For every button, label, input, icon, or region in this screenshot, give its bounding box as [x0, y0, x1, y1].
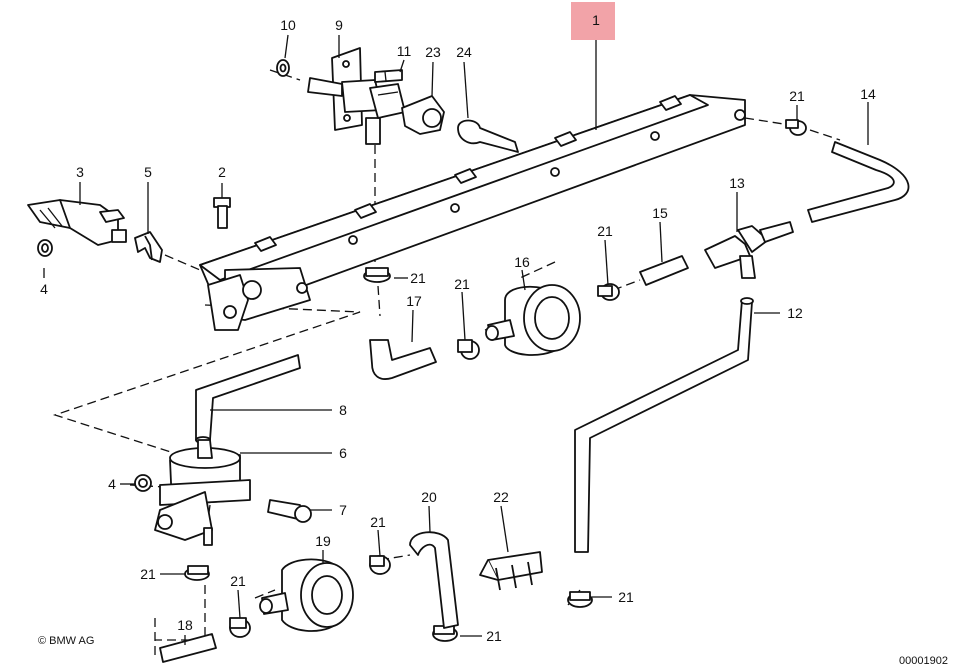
callout-24: 24: [456, 44, 472, 60]
callout-11: 11: [397, 43, 412, 59]
callout-21: 21: [410, 270, 426, 286]
callout-21: 21: [230, 573, 246, 589]
callout-21: 21: [618, 589, 634, 605]
callout-15: 15: [652, 205, 668, 221]
callout-8: 8: [339, 402, 347, 418]
callout-6: 6: [339, 445, 347, 461]
callout-9: 9: [335, 17, 343, 33]
hose-clamp: [363, 267, 391, 283]
callout-3: 3: [76, 164, 84, 180]
callout-4-filter: 4: [108, 476, 116, 492]
fuel-rail: [199, 94, 746, 331]
hose-clamp: [597, 283, 620, 301]
cap-screw: [374, 69, 403, 83]
fuel-injector: [27, 199, 127, 246]
callout-12: 12: [787, 305, 803, 321]
callout-21: 21: [789, 88, 805, 104]
callout-18: 18: [177, 617, 193, 633]
callout-7: 7: [339, 502, 347, 518]
copyright-text: © BMW AG: [38, 635, 94, 647]
pulsation-damper: [485, 284, 581, 356]
hose-clamp: [369, 555, 391, 575]
hose-18: [159, 633, 217, 663]
fuel-filter: [154, 439, 251, 546]
callout-4: 4: [40, 281, 48, 297]
hose-8: [195, 354, 301, 444]
callout-19: 19: [315, 533, 331, 549]
hose-14: [807, 141, 910, 223]
cap: [457, 119, 519, 153]
callout-17: 17: [406, 293, 422, 309]
callout-2: 2: [218, 164, 226, 180]
callout-21: 21: [454, 276, 470, 292]
bolt-7: [267, 499, 312, 523]
callout-14: 14: [860, 86, 876, 102]
leader-lines: [43, 34, 869, 645]
o-ring-filter: [134, 474, 152, 492]
callout-1: 1: [592, 12, 600, 28]
hose-12: [574, 297, 754, 553]
hose-15: [639, 255, 689, 286]
pressure-regulator: [307, 47, 406, 145]
vacuum-adapter: [401, 95, 445, 135]
bolt: [213, 197, 231, 229]
callout-10: 10: [280, 17, 296, 33]
callout-16: 16: [514, 254, 530, 270]
callout-21: 21: [370, 514, 386, 530]
hose-clamp: [457, 339, 480, 360]
hose-clamp: [785, 119, 807, 136]
hose-clamp: [567, 591, 593, 608]
callout-highlight: [571, 2, 615, 40]
sealing-washer: [276, 59, 290, 77]
callout-13: 13: [729, 175, 745, 191]
hose-17: [369, 339, 437, 380]
callout-21: 21: [486, 628, 502, 644]
hose-holder: [479, 551, 543, 591]
callout-20: 20: [421, 489, 437, 505]
hose-clamp: [229, 617, 251, 638]
callout-23: 23: [425, 44, 441, 60]
o-ring-top: [37, 239, 53, 257]
callout-numbers: 1 2 3 4 4 5 6 7 8 9 10 11 12 13 14 15 16…: [40, 12, 876, 644]
callout-21: 21: [140, 566, 156, 582]
figure-number: 00001902: [899, 655, 948, 667]
hose-clamp: [184, 565, 210, 581]
pulsation-damper-lower: [259, 558, 354, 632]
callout-22: 22: [493, 489, 509, 505]
hose-20: [409, 531, 459, 629]
retaining-clip: [134, 231, 163, 263]
callout-5: 5: [144, 164, 152, 180]
tee-connector: [704, 221, 794, 279]
callout-21: 21: [597, 223, 613, 239]
